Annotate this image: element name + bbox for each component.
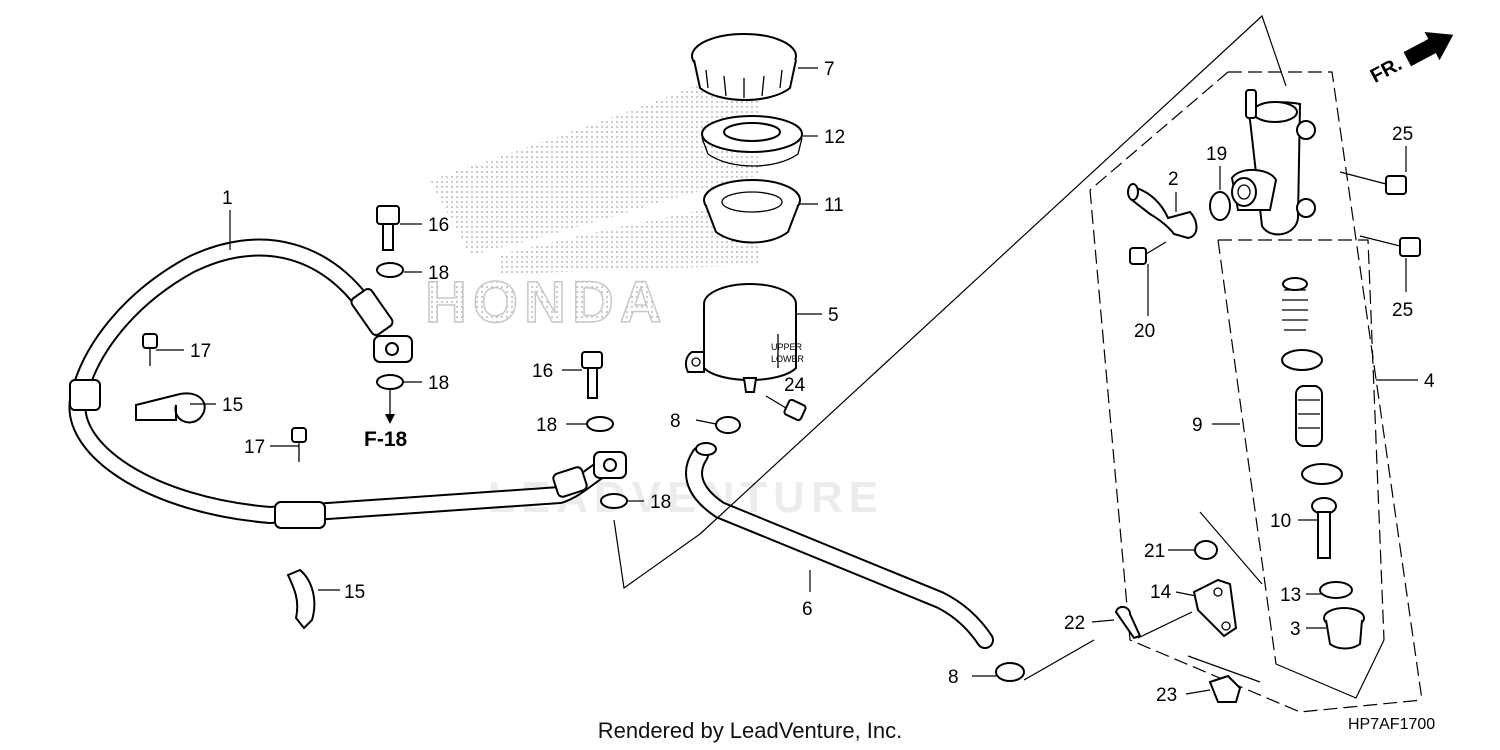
callout-25-lower: 25 xyxy=(1392,300,1413,321)
callout-3: 3 xyxy=(1290,619,1301,640)
callout-15-upper: 15 xyxy=(222,395,243,416)
cup-seal-lower xyxy=(1301,463,1343,485)
front-direction-marker: FR. xyxy=(1367,31,1454,88)
callout-5: 5 xyxy=(828,305,839,326)
callout-13: 13 xyxy=(1280,585,1301,606)
bolt-16-middle xyxy=(581,351,603,399)
callout-18-b: 18 xyxy=(428,373,449,394)
callout-14: 14 xyxy=(1150,582,1172,603)
front-arrow-icon xyxy=(1403,31,1454,67)
clamp-15-upper xyxy=(135,333,206,424)
clip-8-upper xyxy=(715,416,741,434)
callout-9: 9 xyxy=(1192,415,1203,436)
callout-19: 19 xyxy=(1206,144,1227,165)
callout-20: 20 xyxy=(1134,321,1155,342)
reference-f18: F-18 xyxy=(364,428,408,451)
footer-credit: Rendered by LeadVenture, Inc. xyxy=(597,718,903,743)
callout-16-middle: 16 xyxy=(532,361,553,382)
hose-part-1 xyxy=(68,238,627,529)
callout-8-lower: 8 xyxy=(948,667,959,688)
clevis-14 xyxy=(1192,578,1238,638)
push-rod-10 xyxy=(1311,497,1337,559)
callout-22: 22 xyxy=(1064,613,1085,634)
bolt-16-left xyxy=(376,205,400,251)
front-direction-label: FR. xyxy=(1367,53,1406,88)
cotter-pin-22 xyxy=(1114,606,1142,640)
bolt-25-lower xyxy=(1359,235,1421,257)
reservoir-lower-mark: LOWER xyxy=(771,354,805,364)
diaphragm-plate-12 xyxy=(701,115,803,167)
o-ring-19 xyxy=(1209,191,1231,221)
callout-15-lower: 15 xyxy=(344,582,365,603)
callout-21: 21 xyxy=(1144,541,1165,562)
cup-seal-upper xyxy=(1281,349,1323,371)
callout-24: 24 xyxy=(784,375,806,396)
clip-8-lower xyxy=(995,662,1025,682)
callout-18-c: 18 xyxy=(536,415,557,436)
reservoir-cap-7 xyxy=(691,33,797,101)
callout-17-lower: 17 xyxy=(244,437,265,458)
callout-23: 23 xyxy=(1156,685,1177,706)
washer-18-b xyxy=(376,374,404,390)
reservoir-tank-5: UPPER LOWER xyxy=(684,283,805,393)
washer-18-c xyxy=(586,416,614,432)
honda-watermark-text: HONDA xyxy=(425,270,668,335)
nut-21 xyxy=(1194,540,1218,560)
callout-11: 11 xyxy=(824,195,844,216)
reservoir-upper-mark: UPPER xyxy=(771,342,803,352)
circlip-13 xyxy=(1319,581,1353,599)
callout-18-d: 18 xyxy=(650,492,671,513)
callout-1: 1 xyxy=(222,188,233,209)
honda-wing-watermark: HONDA xyxy=(424,60,760,336)
bolt-24 xyxy=(765,395,807,422)
leader-lines xyxy=(156,67,1418,695)
master-cylinder-body xyxy=(1230,89,1316,236)
piston xyxy=(1295,385,1323,447)
diagram-code: HP7AF1700 xyxy=(1348,716,1436,733)
callout-10: 10 xyxy=(1270,511,1291,532)
callouts: 1 17 15 17 15 16 18 18 16 18 18 8 7 12 1… xyxy=(190,59,1435,706)
callout-4: 4 xyxy=(1424,371,1435,392)
callout-25-upper: 25 xyxy=(1392,124,1413,145)
bolt-20 xyxy=(1129,241,1167,265)
piston-spring xyxy=(1282,277,1308,331)
callout-16-left: 16 xyxy=(428,215,449,236)
callout-8-upper: 8 xyxy=(670,411,681,432)
callout-7: 7 xyxy=(824,59,835,80)
clamp-15-lower xyxy=(286,427,316,630)
bolt-25-upper xyxy=(1339,171,1407,195)
callout-6: 6 xyxy=(802,599,813,620)
reservoir-hose-6 xyxy=(685,442,994,649)
boot-3 xyxy=(1323,607,1365,650)
pin-23 xyxy=(1208,674,1242,703)
washer-18-a xyxy=(376,262,404,278)
callout-17-upper: 17 xyxy=(190,341,211,362)
diaphragm-11 xyxy=(703,179,801,244)
callout-2: 2 xyxy=(1168,169,1179,190)
callout-12: 12 xyxy=(824,127,845,148)
callout-18-a: 18 xyxy=(428,263,449,284)
joint-2 xyxy=(1127,183,1198,240)
washer-18-d xyxy=(600,493,628,509)
